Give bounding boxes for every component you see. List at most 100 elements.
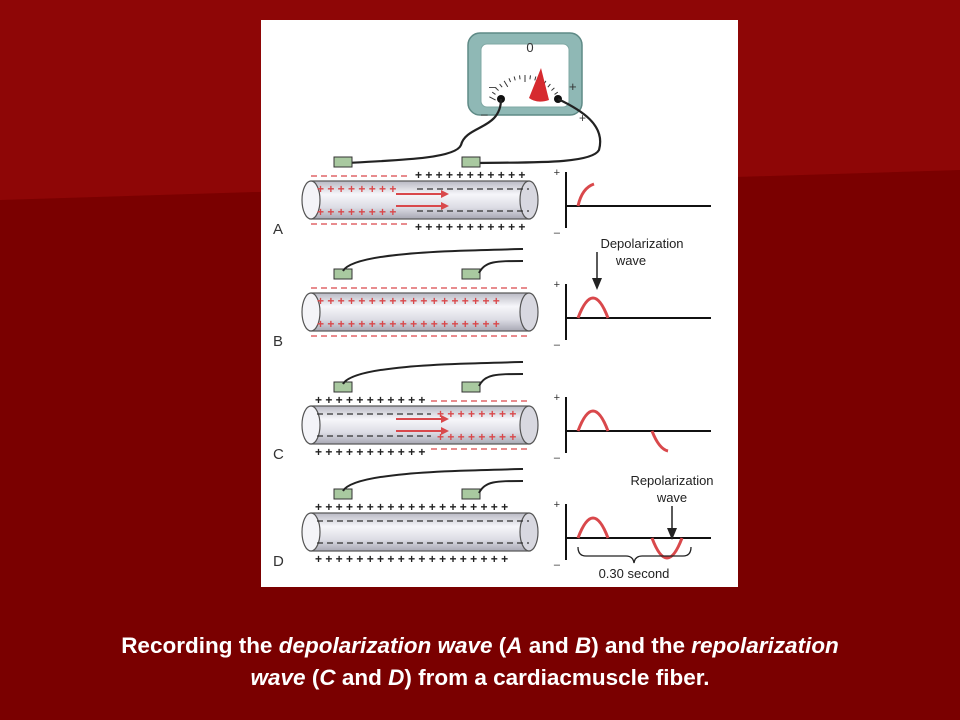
row-label: C <box>273 446 284 463</box>
caption-text-3: and <box>522 633 576 658</box>
meter-tick <box>547 83 551 88</box>
caption-repolarization: repolarization <box>691 633 839 658</box>
lead-wire-negative <box>345 98 503 165</box>
caption-text-4: ) and the <box>591 633 692 658</box>
outer-positive-charge: + + + + + + + + + + + <box>315 393 425 407</box>
meter-tick <box>529 75 531 80</box>
inner-positive-charge: + + + + + + + + <box>317 205 396 219</box>
muscle-fiber-end <box>519 512 539 552</box>
meter-tick <box>551 87 555 91</box>
caption-text-2: ( <box>492 633 507 658</box>
lead-wire <box>342 468 524 492</box>
repolarization-wave-label-line1: Repolarization <box>630 473 713 488</box>
electrode <box>333 268 353 280</box>
outer-positive-charge: + + + + + + + + + + + <box>415 168 525 182</box>
fiber-rows: A + + + + + + + + + + + + + + + + + + + +… <box>273 156 711 571</box>
lead-wire-positive <box>470 98 602 165</box>
slide-caption: Recording the depolarization wave (A and… <box>20 630 940 694</box>
electrode <box>333 381 353 393</box>
meter-tick <box>513 76 516 81</box>
lead-minus-label: – <box>481 107 488 121</box>
depolarization-arrowhead <box>592 278 602 290</box>
electrode <box>461 488 481 500</box>
figure-panel: 0 – + – + A + + + + + + + + + + + + + + +… <box>261 20 738 587</box>
caption-text-8: ) from a cardiacmuscle fiber. <box>404 665 710 690</box>
repolarization-arrowhead <box>667 528 677 540</box>
trace-repolarization-partial <box>650 430 669 453</box>
lead-wire <box>478 480 524 494</box>
inner-positive-charge: + + + + + + + + <box>437 430 516 444</box>
inner-positive-charge: + + + + + + + + + + + + + + + + + + <box>317 317 500 331</box>
trace-plus-label: + <box>554 167 560 179</box>
muscle-fiber-end <box>519 292 539 332</box>
meter-tick <box>519 75 521 80</box>
fiber-row-b: B + + + + + + + + + + + + + + + + + + + +… <box>273 248 711 351</box>
caption-text-1: Recording the <box>121 633 279 658</box>
caption-label-a: A <box>506 633 523 658</box>
caption-depolarization-wave: depolarization wave <box>278 633 493 658</box>
trace-plus-label: + <box>554 279 560 291</box>
lead-wire <box>478 373 524 387</box>
caption-text-7: and <box>335 665 389 690</box>
lead-wire <box>342 361 524 385</box>
lead-wire <box>342 248 524 272</box>
caption-label-b: B <box>575 633 592 658</box>
electrode <box>461 381 481 393</box>
outer-positive-charge: + + + + + + + + + + + + + + + + + + + <box>315 500 508 514</box>
inner-positive-charge: + + + + + + + + <box>437 407 516 421</box>
caption-label-c: C <box>319 665 336 690</box>
fiber-row-a: A + + + + + + + + + + + + + + + + + + + +… <box>273 156 711 239</box>
trace-minus-label: – <box>554 559 561 571</box>
muscle-fiber-body <box>310 405 530 445</box>
trace-plus-label: + <box>554 499 560 511</box>
repolarization-wave-label-line2: wave <box>656 490 687 505</box>
outer-positive-charge: + + + + + + + + + + + + + + + + + + + <box>315 552 508 566</box>
outer-positive-charge: + + + + + + + + + + + <box>315 445 425 459</box>
lead-wire <box>478 260 524 274</box>
muscle-fiber-body <box>310 292 530 332</box>
propagation-arrowhead <box>441 415 449 423</box>
meter-minus-label: – <box>489 79 497 94</box>
propagation-arrowhead <box>441 202 449 210</box>
depolarization-wave-label-line1: Depolarization <box>600 236 683 251</box>
row-label: A <box>273 221 283 238</box>
depolarization-wave-label-line2: wave <box>615 253 646 268</box>
caption-wave: wave <box>250 665 306 690</box>
lead-plus-label: + <box>579 111 586 125</box>
trace-minus-label: – <box>554 227 561 239</box>
galvanometer: 0 – + – + <box>345 32 602 165</box>
trace-depolarization-partial <box>576 182 595 207</box>
meter-needle <box>529 68 549 102</box>
muscle-fiber-body <box>310 512 530 552</box>
fiber-row-c: C + + + + + + + + + + + + + + + + + + + +… <box>273 361 711 464</box>
meter-tick <box>499 83 503 88</box>
meter-tick <box>495 87 499 91</box>
electrode <box>333 488 353 500</box>
inner-positive-charge: + + + + + + + + <box>317 182 396 196</box>
muscle-fiber-end <box>519 180 539 220</box>
caption-text-6: ( <box>305 665 320 690</box>
muscle-fiber-end <box>301 405 321 445</box>
trace-depolarization-wave <box>576 516 610 539</box>
meter-zero-label: 0 <box>526 40 533 55</box>
meter-plus-label: + <box>569 79 577 94</box>
propagation-arrowhead <box>441 427 449 435</box>
meter-tick <box>508 78 512 83</box>
interval-label: 0.30 second <box>599 566 670 581</box>
electrode <box>461 268 481 280</box>
trace-plus-label: + <box>554 392 560 404</box>
diagram-svg: 0 – + – + A + + + + + + + + + + + + + + +… <box>273 32 714 581</box>
meter-tick <box>554 91 559 95</box>
trace-depolarization-wave <box>576 296 610 319</box>
muscle-fiber-end <box>519 405 539 445</box>
inner-positive-charge: + + + + + + + + + + + + + + + + + + <box>317 294 500 308</box>
caption-label-d: D <box>388 665 405 690</box>
row-label: B <box>273 333 283 350</box>
trace-minus-label: – <box>554 452 561 464</box>
trace-depolarization-wave <box>576 409 610 432</box>
trace-minus-label: – <box>554 339 561 351</box>
muscle-fiber-end <box>301 292 321 332</box>
meter-tick <box>503 80 509 88</box>
outer-positive-charge: + + + + + + + + + + + <box>415 220 525 234</box>
muscle-fiber-end <box>301 512 321 552</box>
